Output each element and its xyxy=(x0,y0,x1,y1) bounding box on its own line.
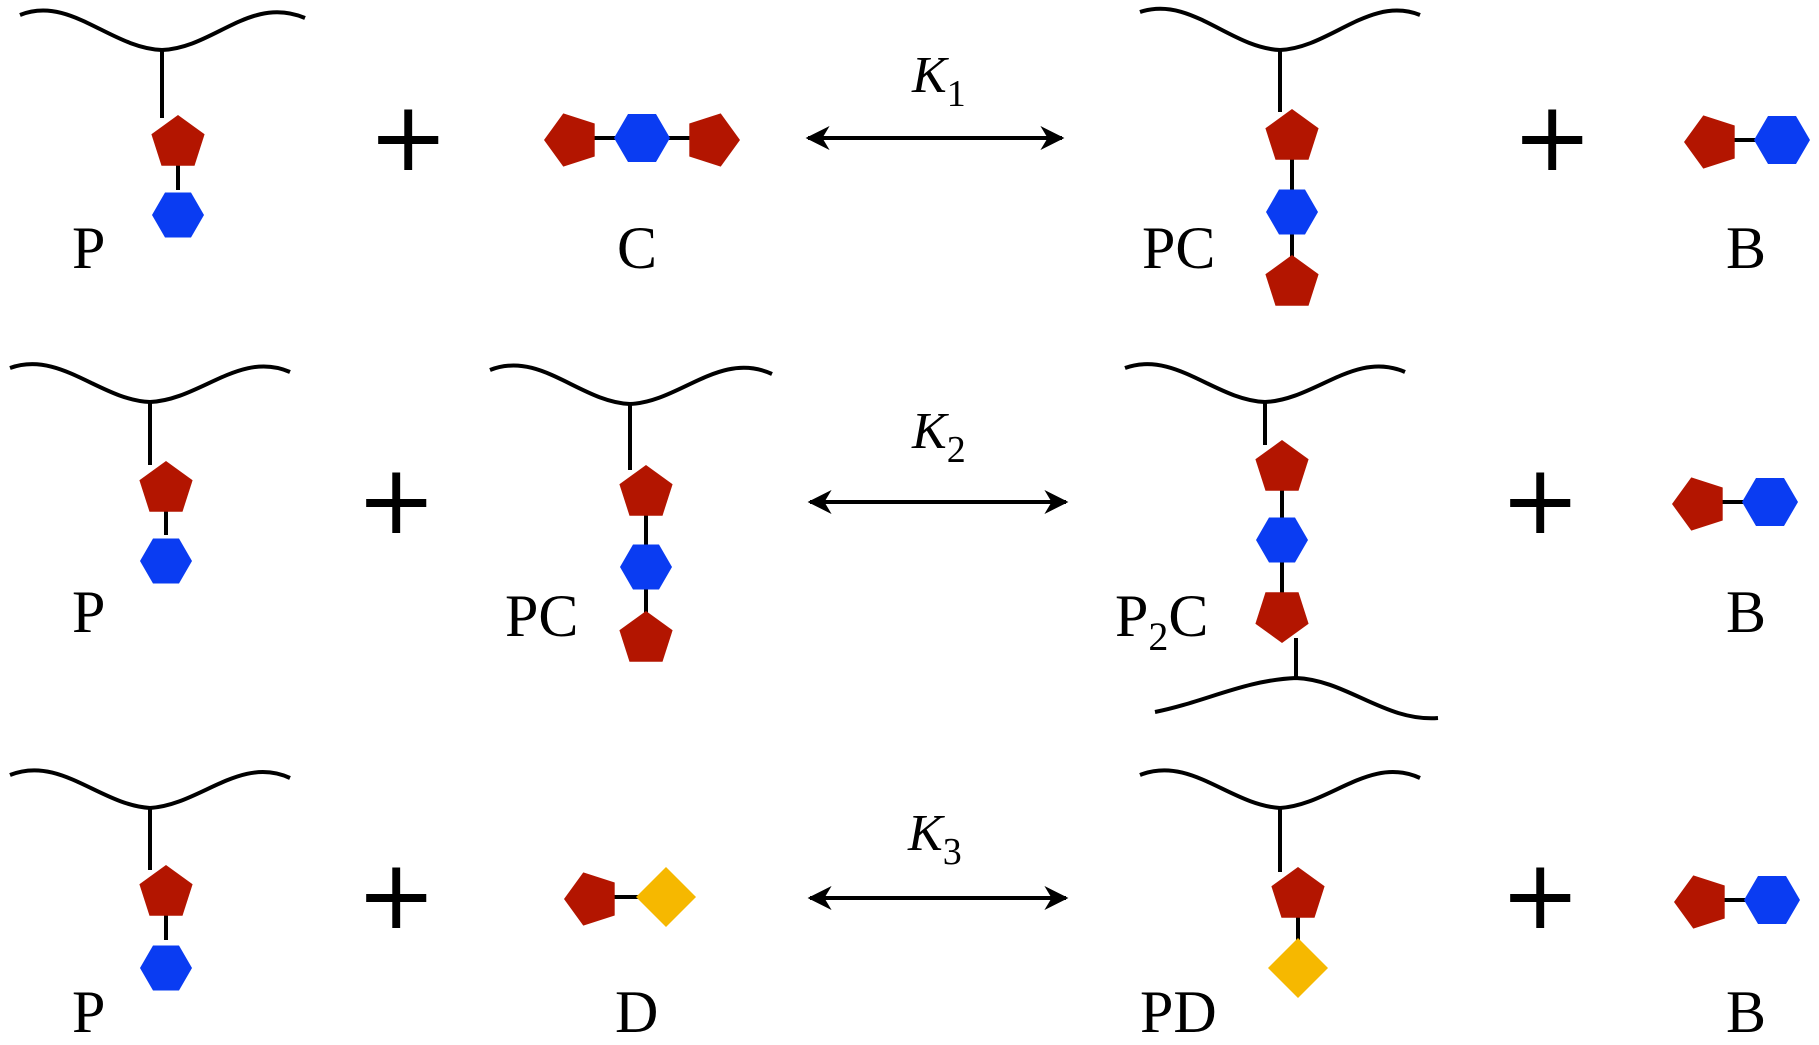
polymer-pc-row2: PC xyxy=(489,363,773,662)
polymer-p-row1: P xyxy=(19,8,306,281)
species-label-pd: PD xyxy=(1140,979,1217,1045)
species-label-pc: PC xyxy=(1142,215,1215,281)
pentagon-unit xyxy=(619,465,673,516)
polymer-chain xyxy=(9,362,291,405)
plus-sign: + xyxy=(1512,81,1592,193)
linker-c: C xyxy=(544,113,740,281)
pentagon-unit xyxy=(139,461,193,512)
hexagon-unit xyxy=(1266,189,1318,235)
constant-label: K2 xyxy=(911,403,966,471)
equilibrium-k3: K3 xyxy=(807,805,1069,910)
polymer-chain-bottom xyxy=(1154,675,1439,721)
species-label-b: B xyxy=(1726,979,1766,1045)
pentagon-unit xyxy=(619,611,673,662)
hexagon-unit xyxy=(1754,116,1810,164)
hexagon-unit xyxy=(614,114,670,162)
pentagon-unit xyxy=(151,115,205,166)
species-label-p: P xyxy=(72,579,105,645)
hexagon-unit xyxy=(1742,478,1798,526)
equilibrium-k1: K1 xyxy=(805,47,1065,150)
polymer-p-row2: P xyxy=(9,362,291,645)
species-label-d: D xyxy=(615,979,658,1045)
plus-sign: + xyxy=(356,839,436,951)
plus-sign: + xyxy=(1500,839,1580,951)
polymer-chain xyxy=(9,768,291,811)
hexagon-unit xyxy=(1744,876,1800,924)
diamond-unit xyxy=(1268,938,1328,998)
hexagon-unit xyxy=(140,945,192,991)
pentagon-unit xyxy=(1255,440,1309,491)
hexagon-unit xyxy=(620,544,672,590)
polymer-chain-top xyxy=(1124,362,1406,405)
polymer-chain xyxy=(1139,768,1421,811)
species-label-b: B xyxy=(1726,579,1766,645)
hexagon-unit xyxy=(152,192,204,238)
plus-sign: + xyxy=(368,81,448,193)
plus-sign: + xyxy=(356,444,436,556)
pentagon-unit xyxy=(1674,875,1725,929)
pentagon-unit xyxy=(1265,255,1319,306)
hexagon-unit xyxy=(1256,517,1308,563)
pentagon-unit xyxy=(139,865,193,916)
equilibrium-k2: K2 xyxy=(807,403,1069,514)
constant-label: K3 xyxy=(907,805,962,873)
pentagon-unit xyxy=(1672,477,1723,531)
species-label-b: B xyxy=(1726,215,1766,281)
species-label-c: C xyxy=(617,215,657,281)
row-3: P + D K3 xyxy=(9,768,1800,1045)
species-label-p2c: P2C xyxy=(1115,583,1208,659)
species-label-p: P xyxy=(72,979,105,1045)
row-1: P + C K1 xyxy=(19,6,1810,306)
polymer-chain xyxy=(1139,6,1421,53)
cap-b-row1: B xyxy=(1684,115,1810,281)
species-label-p: P xyxy=(72,215,105,281)
cap-b-row3: B xyxy=(1674,875,1800,1045)
crosslink-p2c: P2C xyxy=(1115,362,1439,721)
polymer-pd: PD xyxy=(1139,768,1421,1045)
diamond-unit xyxy=(636,867,696,927)
constant-label: K1 xyxy=(911,47,966,115)
polymer-p-row3: P xyxy=(9,768,291,1045)
pentagon-unit xyxy=(1684,115,1735,169)
polymer-chain xyxy=(489,363,773,407)
linker-d: D xyxy=(564,867,696,1045)
pentagon-unit xyxy=(1265,109,1319,160)
hexagon-unit xyxy=(140,538,192,584)
pentagon-unit xyxy=(564,872,615,926)
pentagon-unit xyxy=(1271,867,1325,918)
pentagon-unit xyxy=(1255,592,1309,643)
plus-sign: + xyxy=(1500,444,1580,556)
species-label-pc: PC xyxy=(505,583,578,649)
cap-b-row2: B xyxy=(1672,477,1798,645)
row-2: P + PC K2 xyxy=(9,362,1798,721)
pentagon-unit xyxy=(689,113,740,167)
pentagon-unit xyxy=(544,113,595,167)
polymer-chain xyxy=(19,8,306,53)
polymer-pc-row1: PC xyxy=(1139,6,1421,306)
